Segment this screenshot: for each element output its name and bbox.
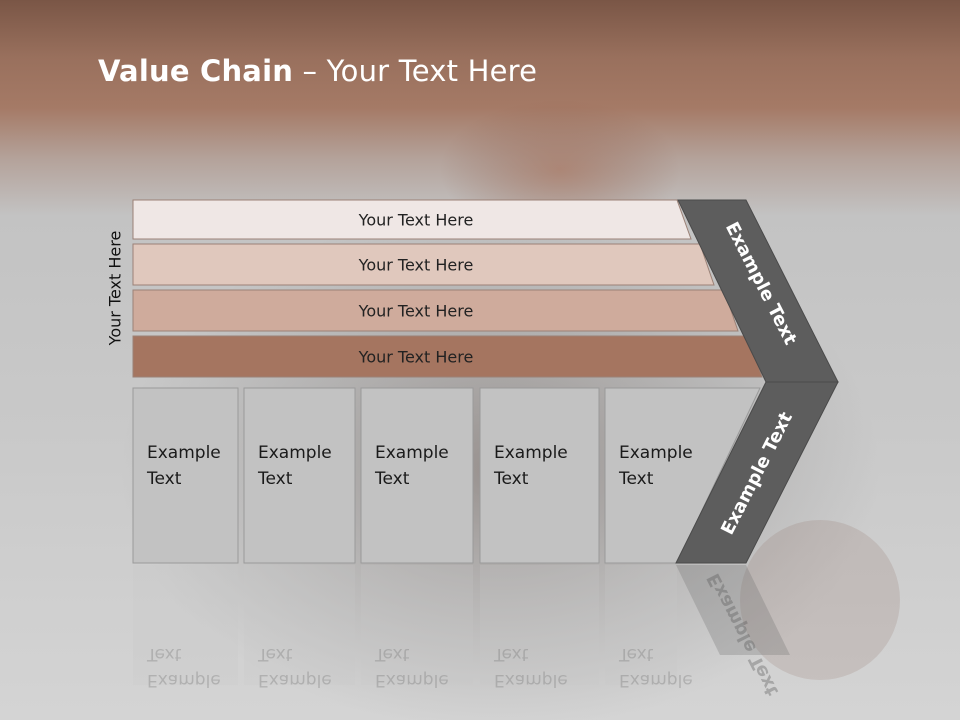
column-reflection-text-3: Example: [375, 670, 449, 690]
column-label-line1-3: Example: [375, 443, 449, 463]
column-box-2: [243, 387, 356, 564]
column-box-4: [479, 387, 600, 564]
column-reflection-text2-5: Text: [618, 644, 654, 664]
column-label-line1-4: Example: [494, 443, 568, 463]
column-reflection-text-2: Example: [258, 670, 332, 690]
slide-title-rest: – Your Text Here: [293, 54, 538, 88]
row-bar-2: [132, 243, 715, 286]
column-reflection-text2-4: Text: [493, 644, 529, 664]
column-reflection-text-1: Example: [147, 670, 221, 690]
chevron-lower-arm: [675, 381, 839, 564]
column-box-1: [132, 387, 239, 564]
column-label-line2-2: Text: [257, 469, 293, 489]
column-box-3: [360, 387, 474, 564]
column-reflection-text2-2: Text: [257, 644, 293, 664]
row-bar-3: [132, 289, 739, 332]
row-bar-label-1: Your Text Here: [358, 211, 474, 230]
column-label-line2-5: Text: [618, 469, 654, 489]
row-bar-label-4: Your Text Here: [358, 348, 474, 367]
slide-title: Value Chain – Your Text Here: [98, 54, 537, 88]
column-reflection-3: [361, 565, 473, 685]
chevron-reflection: [676, 565, 790, 655]
column-label-line1-5: Example: [619, 443, 693, 463]
slide-title-bold: Value Chain: [98, 54, 294, 88]
column-label-line2-3: Text: [374, 469, 410, 489]
column-reflection-text2-3: Text: [374, 644, 410, 664]
column-label-line1-1: Example: [147, 443, 221, 463]
column-label-line2-1: Text: [146, 469, 182, 489]
row-bar-label-3: Your Text Here: [358, 302, 474, 321]
column-reflection-text-4: Example: [494, 670, 568, 690]
row-bar-label-2: Your Text Here: [358, 256, 474, 275]
column-reflection-1: [133, 565, 238, 685]
column-label-line1-2: Example: [258, 443, 332, 463]
column-reflection-4: [480, 565, 599, 685]
column-reflection-text-5: Example: [619, 670, 693, 690]
column-reflection-2: [244, 565, 355, 685]
row-bar-4: [132, 335, 763, 378]
column-reflection-text2-1: Text: [146, 644, 182, 664]
column-reflection-5: [605, 565, 677, 685]
column-label-line2-4: Text: [493, 469, 529, 489]
row-bar-1: [132, 199, 692, 240]
